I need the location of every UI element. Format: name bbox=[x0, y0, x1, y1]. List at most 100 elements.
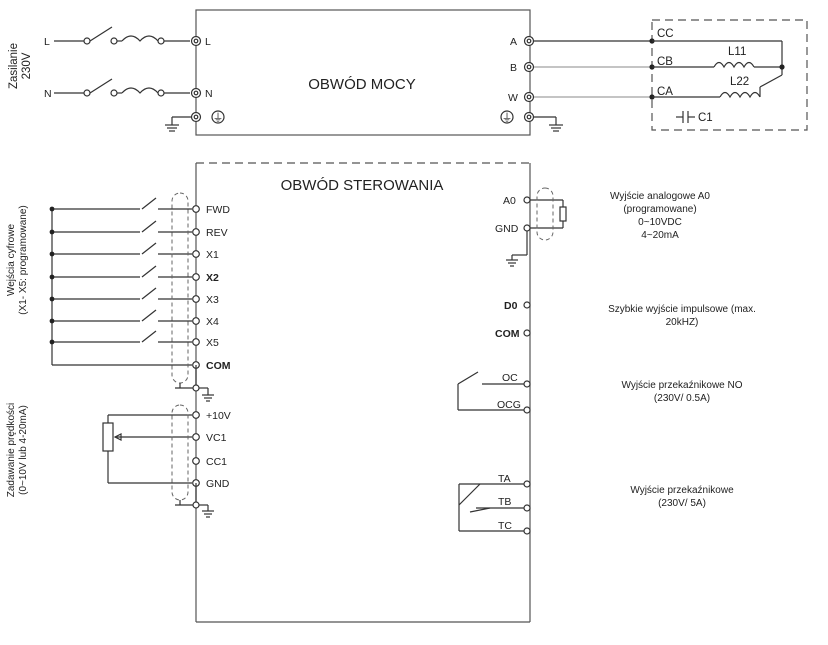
terminal-cc1 bbox=[192, 457, 200, 465]
motor-label-ca: CA bbox=[657, 86, 673, 98]
pe-symbol-right: ⏚ bbox=[502, 112, 513, 124]
terminal-x3 bbox=[192, 295, 200, 303]
terminal-oc bbox=[523, 380, 531, 388]
terminal-fwd bbox=[192, 205, 200, 213]
capacitor-label-c1: C1 bbox=[698, 112, 713, 124]
switch-n-1 bbox=[89, 78, 113, 94]
load-resistor-a0 bbox=[559, 206, 567, 222]
output-label-b: B bbox=[510, 62, 517, 74]
input-switch-x1 bbox=[141, 242, 157, 255]
line-label-n: N bbox=[44, 88, 52, 100]
terminal-x2 bbox=[192, 273, 200, 281]
input-label-com: COM bbox=[206, 360, 231, 372]
input-switch-x2 bbox=[141, 265, 157, 278]
terminal-tb bbox=[523, 504, 531, 512]
desc-pulse-0: Szybkie wyjście impulsowe (max. bbox=[608, 304, 756, 315]
output-oc-label: OC bbox=[502, 372, 518, 384]
desc-analog-3: 4~20mA bbox=[641, 230, 679, 241]
speed-shield bbox=[171, 404, 189, 501]
power-circuit-box bbox=[195, 9, 531, 136]
terminal-ocg bbox=[523, 406, 531, 414]
relay-no-contact bbox=[457, 371, 479, 385]
terminal-gnd bbox=[523, 224, 531, 232]
coil-l11 bbox=[713, 61, 755, 69]
output-tb-label: TB bbox=[498, 496, 511, 508]
input-switch-x3 bbox=[141, 287, 157, 300]
fuse-l bbox=[121, 35, 159, 42]
output-d0-label: D0 bbox=[504, 300, 518, 312]
coil-label-l11: L11 bbox=[728, 46, 746, 58]
output-ta-label: TA bbox=[498, 473, 511, 485]
input-label-x4: X4 bbox=[206, 316, 219, 328]
desc-analog-2: 0~10VDC bbox=[638, 217, 682, 228]
pe-symbol-left: ⏚ bbox=[213, 112, 224, 124]
inputs-label-1: Wejścia cyfrowe bbox=[6, 224, 17, 296]
motor-label-cc: CC bbox=[657, 28, 674, 40]
speed-label-gnd: GND bbox=[206, 478, 230, 490]
output-label-w: W bbox=[508, 92, 518, 104]
input-label-x3: X3 bbox=[206, 294, 219, 306]
input-switch-x4 bbox=[141, 309, 157, 322]
terminal-x4 bbox=[192, 317, 200, 325]
pe-icon-right bbox=[500, 110, 514, 124]
input-switch-fwd bbox=[141, 197, 157, 210]
terminal-rev bbox=[192, 228, 200, 236]
output-com-label: COM bbox=[495, 328, 520, 340]
output-label-a: A bbox=[510, 36, 517, 48]
switch-l-1 bbox=[89, 26, 113, 42]
terminal-tc bbox=[523, 527, 531, 535]
input-label-x2: X2 bbox=[206, 272, 219, 284]
output-a0-label: A0 bbox=[503, 195, 516, 207]
input-shield bbox=[171, 192, 189, 384]
wiper-arrow bbox=[113, 433, 122, 441]
supply-label-1: Zasilanie bbox=[8, 43, 20, 89]
terminal-label-n: N bbox=[205, 88, 213, 100]
fuse-n bbox=[121, 87, 159, 94]
coil-l22 bbox=[719, 91, 761, 99]
output-ocg-label: OCG bbox=[497, 399, 521, 411]
pe-icon-left bbox=[211, 110, 225, 124]
desc-relay-0: Wyjście przekaźnikowe bbox=[630, 485, 734, 496]
line-label-l: L bbox=[44, 36, 50, 48]
output-tc-label: TC bbox=[498, 520, 512, 532]
motor-label-cb: CB bbox=[657, 56, 673, 68]
input-switch-rev bbox=[141, 220, 157, 233]
input-label-x1: X1 bbox=[206, 249, 219, 261]
input-label-x5: X5 bbox=[206, 337, 219, 349]
speed-label-2: (0~10V lub 4-20mA) bbox=[18, 405, 29, 495]
speed-label-vc1: VC1 bbox=[206, 432, 227, 444]
terminal-label-l: L bbox=[205, 36, 211, 48]
terminal-d0 bbox=[523, 301, 531, 309]
supply-label-2: 230V bbox=[21, 52, 33, 79]
control-circuit-title: OBWÓD STEROWANIA bbox=[281, 177, 444, 194]
output-gnd-label: GND bbox=[495, 223, 519, 235]
speed-label-1: Zadawanie prędkości bbox=[6, 403, 17, 498]
desc-analog-0: Wyjście analogowe A0 bbox=[610, 191, 710, 202]
desc-relay-no-1: (230V/ 0.5A) bbox=[654, 393, 710, 404]
input-switch-x5 bbox=[141, 330, 157, 343]
terminal-vc1 bbox=[192, 433, 200, 441]
desc-analog-1: (programowane) bbox=[623, 204, 696, 215]
speed-label-cc1: CC1 bbox=[206, 456, 227, 468]
desc-relay-no-0: Wyjście przekaźnikowe NO bbox=[621, 380, 742, 391]
inputs-label-2: (X1- X5: programowane) bbox=[18, 205, 29, 315]
motor-box bbox=[651, 19, 808, 131]
desc-relay-1: (230V/ 5A) bbox=[658, 498, 706, 509]
desc-pulse-1: 20kHZ) bbox=[666, 317, 699, 328]
terminal-x1 bbox=[192, 250, 200, 258]
coil-label-l22: L22 bbox=[730, 76, 749, 88]
input-label-rev: REV bbox=[206, 227, 228, 239]
speed-label-10v: +10V bbox=[206, 410, 231, 422]
potentiometer bbox=[102, 422, 114, 452]
input-label-fwd: FWD bbox=[206, 204, 230, 216]
terminal-ta bbox=[523, 480, 531, 488]
terminal-x5 bbox=[192, 338, 200, 346]
terminal-com bbox=[523, 329, 531, 337]
terminal-a0 bbox=[523, 196, 531, 204]
a0-shield bbox=[536, 187, 554, 241]
terminal-10v bbox=[192, 411, 200, 419]
power-circuit-title: OBWÓD MOCY bbox=[308, 76, 416, 93]
